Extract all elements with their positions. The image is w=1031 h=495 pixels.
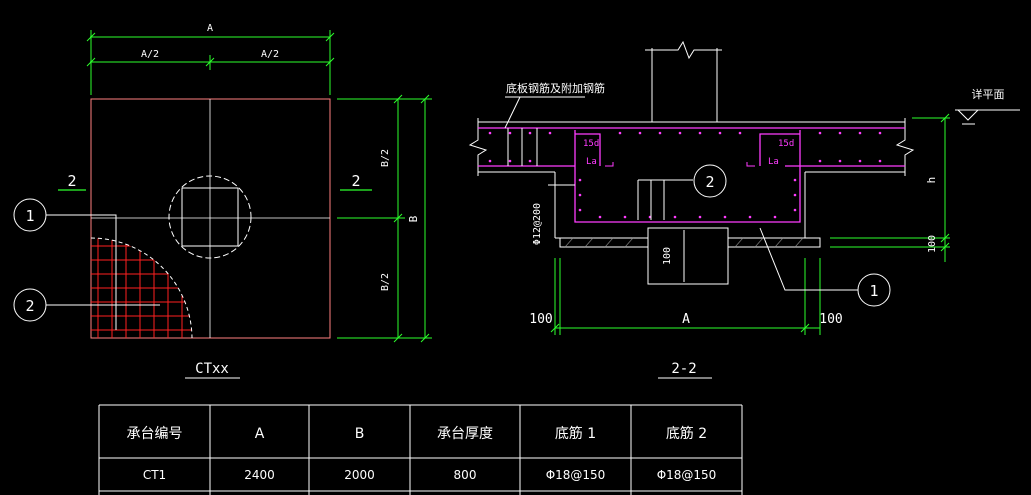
plan-view: A A/2 A/2 B/2 B/2 B	[13, 23, 432, 379]
table-cell: Φ18@150	[657, 468, 717, 482]
section-dim-100-left: 100	[529, 312, 552, 327]
plan-section-mark-right: 2	[351, 172, 360, 190]
plan-dim-b-label: B	[407, 215, 420, 222]
section-column	[645, 40, 722, 122]
section-dim-100-pad: 100	[927, 235, 938, 253]
section-la-right: La	[768, 157, 779, 167]
table-header-cell: 承台编号	[127, 426, 183, 442]
plan-right-dimensions	[337, 94, 432, 343]
section-bottom-dimensions	[550, 258, 821, 335]
section-label-rebar-leader	[504, 96, 521, 129]
section-cushion-hatch	[564, 237, 804, 248]
section-label-rebar: 底板钢筋及附加钢筋	[506, 81, 605, 95]
plan-dim-a-label: A	[207, 23, 213, 34]
table-cell: 2400	[244, 468, 275, 482]
table-cell: 2000	[344, 468, 375, 482]
section-callout-1: 1	[869, 282, 878, 300]
plan-dim-a-half-right-label: A/2	[261, 49, 279, 60]
plan-dim-a-half-left-label: A/2	[141, 49, 159, 60]
section-rebar-dots	[488, 131, 882, 219]
table-grid	[98, 404, 743, 495]
section-dim-100-pile: 100	[662, 247, 673, 265]
plan-callout-1: 1	[25, 207, 34, 225]
section-pile	[647, 227, 729, 285]
section-dim-100-right: 100	[819, 312, 842, 327]
section-la-arrow-right	[746, 162, 755, 167]
plan-callout-2: 2	[25, 297, 34, 315]
section-right-dimensions	[830, 113, 950, 262]
plan-column-square	[181, 187, 239, 247]
table-header-cell: 底筋 1	[555, 425, 596, 442]
section-callout-leaders	[693, 164, 891, 307]
section-dim-h: h	[925, 177, 938, 184]
plan-section-mark-left: 2	[67, 172, 76, 190]
pile-cap-table: 承台编号 A B 承台厚度 底筋 1 底筋 2 CT1 2400 2000 800 Φ18@150 Φ…	[98, 404, 743, 495]
section-view: 底板钢筋及附加钢筋 详平面 15d 15d La La Φ12@200 h 10…	[468, 40, 1020, 379]
table-cell: Φ18@150	[546, 468, 606, 482]
plan-dim-b-half-bottom-label: B/2	[380, 273, 391, 291]
section-la-arrow-left	[605, 162, 614, 167]
table-header-cell: B	[355, 426, 365, 442]
section-center-bars	[637, 179, 693, 220]
plan-top-dimensions	[86, 30, 335, 95]
section-slab-rebar	[478, 127, 905, 223]
table-header-cell: A	[255, 426, 265, 442]
plan-title: CTxx	[195, 361, 229, 377]
plan-cap-outline	[90, 98, 331, 339]
table-cell: CT1	[143, 468, 166, 482]
section-callout-2: 2	[705, 173, 714, 191]
plan-callout-leaders	[13, 198, 160, 330]
table-header-cell: 承台厚度	[437, 426, 493, 442]
plan-mesh-arc	[90, 237, 193, 339]
table-text: 承台编号 A B 承台厚度 底筋 1 底筋 2 CT1 2400 2000 800 Φ18@150 Φ…	[127, 425, 717, 482]
plan-pile-circle	[168, 175, 252, 259]
section-anchor-left: 15d	[583, 139, 599, 149]
section-stirrup-spec: Φ12@200	[532, 203, 543, 245]
table-header-cell: 底筋 2	[666, 425, 707, 442]
section-dim-a: A	[682, 312, 690, 327]
section-la-left: La	[586, 157, 597, 167]
section-grade-symbol	[955, 109, 1020, 125]
section-title: 2-2	[671, 361, 696, 377]
section-anchor-right: 15d	[778, 139, 794, 149]
table-cell: 800	[454, 468, 477, 482]
section-label-grade: 详平面	[972, 87, 1005, 101]
plan-dim-b-half-top-label: B/2	[380, 149, 391, 167]
section-slab-verticals	[507, 128, 538, 166]
